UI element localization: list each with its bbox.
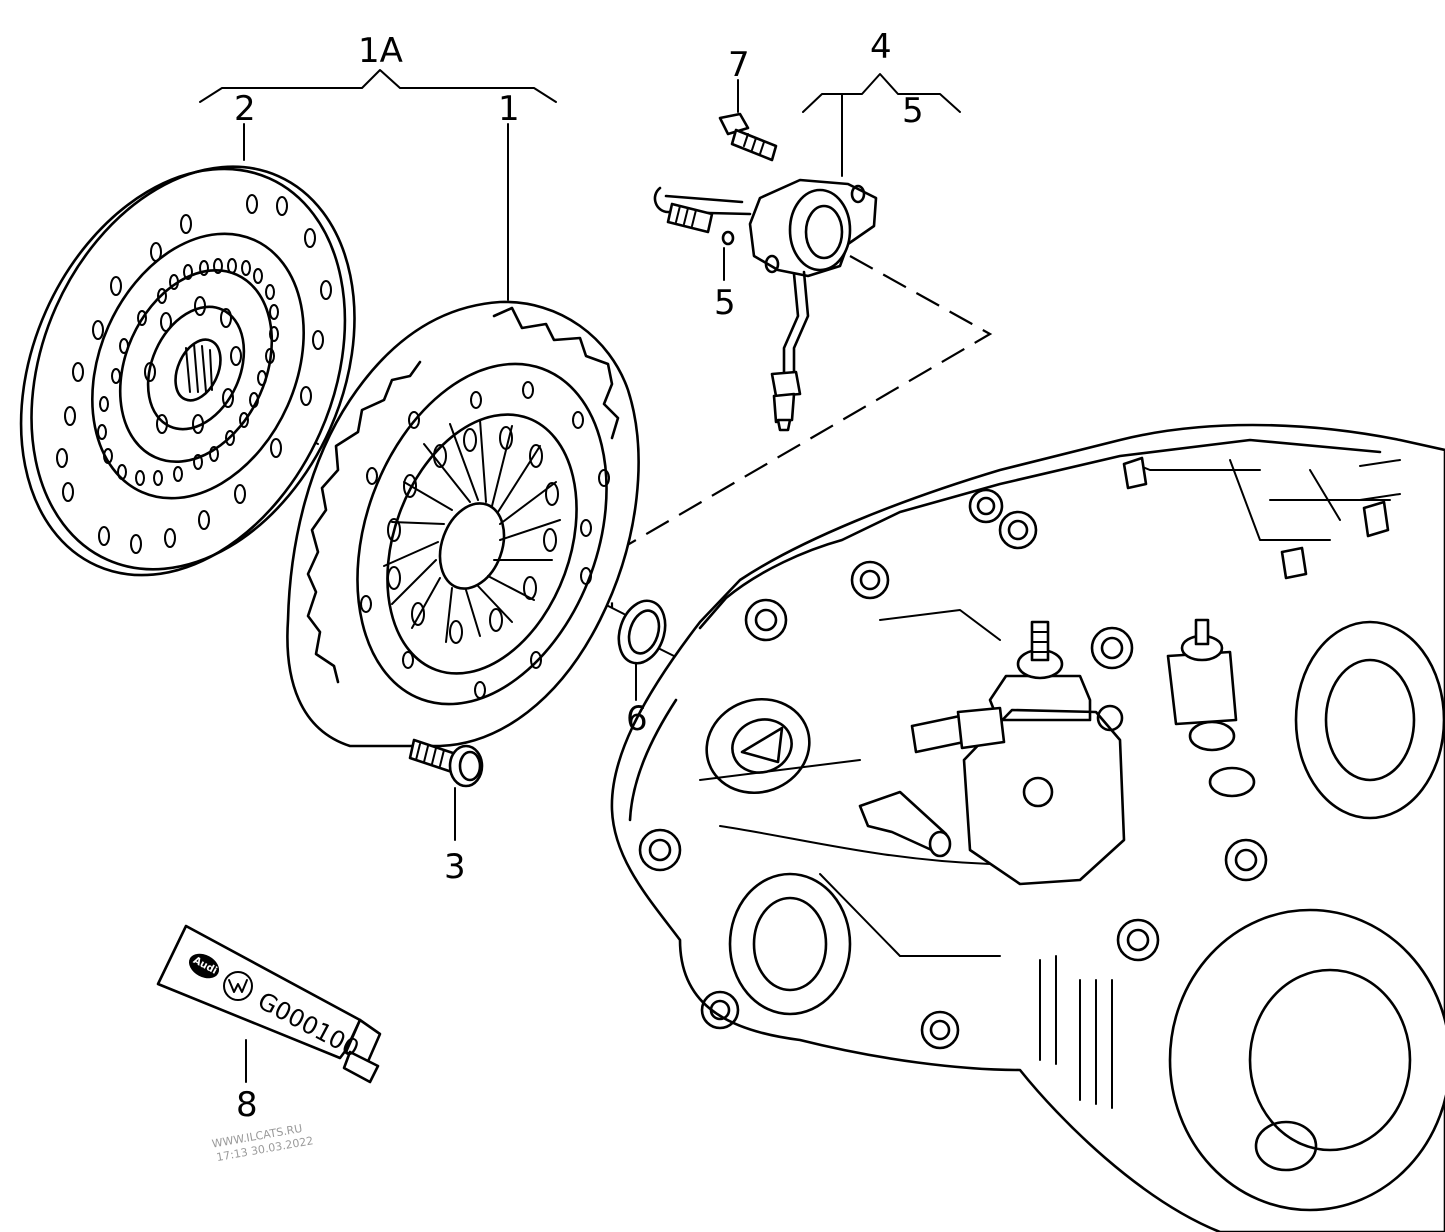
slave-cylinder-part-4	[653, 178, 878, 432]
pressure-plate	[286, 300, 640, 748]
callout-labels: 1A 1 2 3 4 5 5 6 7 8	[234, 27, 924, 1125]
bolt-part-7	[718, 112, 778, 162]
gearbox-housing	[610, 423, 1445, 1232]
audi-logo-icon	[188, 953, 220, 979]
bolt-part-3	[408, 738, 484, 788]
callout-5-side: 5	[714, 283, 736, 323]
callout-7: 7	[728, 45, 750, 85]
clutch-disc	[19, 165, 356, 577]
callout-1A: 1A	[358, 31, 403, 71]
callout-8: 8	[236, 1085, 258, 1125]
callout-1: 1	[498, 89, 520, 129]
callout-5-top: 5	[902, 91, 924, 131]
seal-ring-part-6	[617, 599, 667, 665]
grease-tube-part-8: Audi G000100	[156, 924, 382, 1084]
callout-3: 3	[444, 847, 466, 887]
callout-2: 2	[234, 89, 256, 129]
callout-6: 6	[626, 699, 648, 739]
callout-4: 4	[870, 27, 892, 67]
watermark: WWW.ILCATS.RU 17:13 30.03.2022	[211, 1122, 314, 1164]
